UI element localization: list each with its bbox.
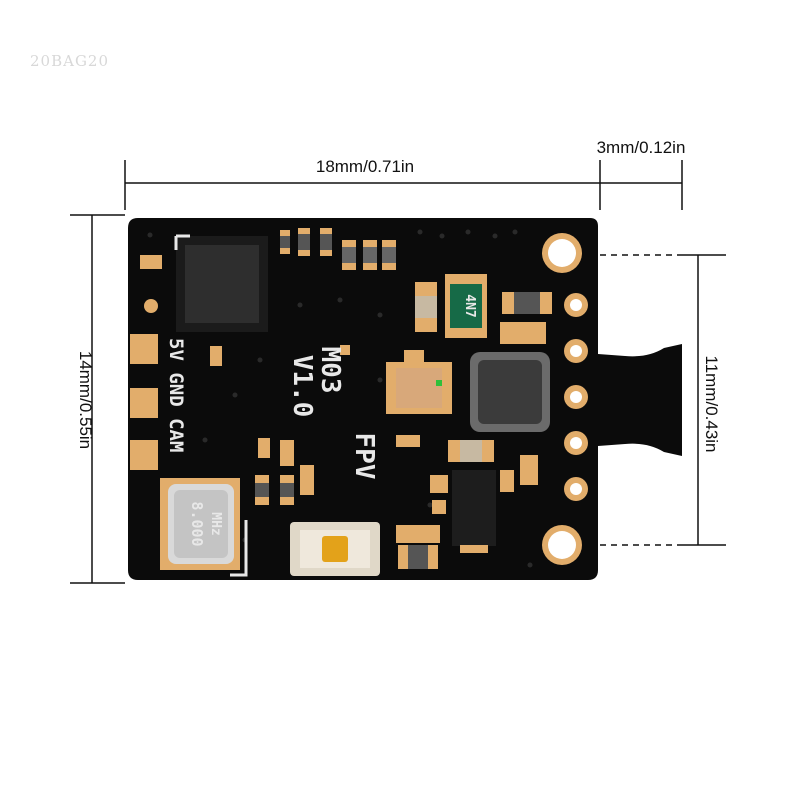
smd-components — [210, 228, 552, 569]
led — [386, 362, 452, 414]
side-pads — [564, 293, 588, 501]
crystal-unit: MHz — [208, 512, 223, 535]
dimension-lines — [70, 160, 726, 584]
watermark: 20BAG20 — [30, 52, 110, 70]
dim-width-tab: 3mm/0.12in — [597, 138, 686, 157]
inductor-4n7: 4N7 — [445, 274, 487, 338]
dim-height-pads: 11mm/0.43in — [702, 355, 721, 452]
board-version: V1.0 — [287, 355, 317, 418]
crystal: 8.000 MHz — [160, 478, 248, 577]
power-inductor — [470, 352, 550, 432]
button — [290, 522, 380, 576]
pin-labels: 5V GND CAM — [165, 338, 187, 452]
board-label: FPV — [349, 433, 379, 480]
regulator — [452, 470, 496, 553]
dim-width-main: 18mm/0.71in — [316, 157, 414, 176]
board-model: M03 — [315, 347, 345, 394]
crystal-frequency: 8.000 — [188, 501, 206, 546]
left-pads — [130, 255, 162, 470]
mounting-holes — [542, 233, 582, 565]
inductor-marking: 4N7 — [462, 294, 477, 317]
dim-height-total: 14mm/0.55in — [76, 351, 95, 449]
main-ic — [174, 234, 268, 332]
